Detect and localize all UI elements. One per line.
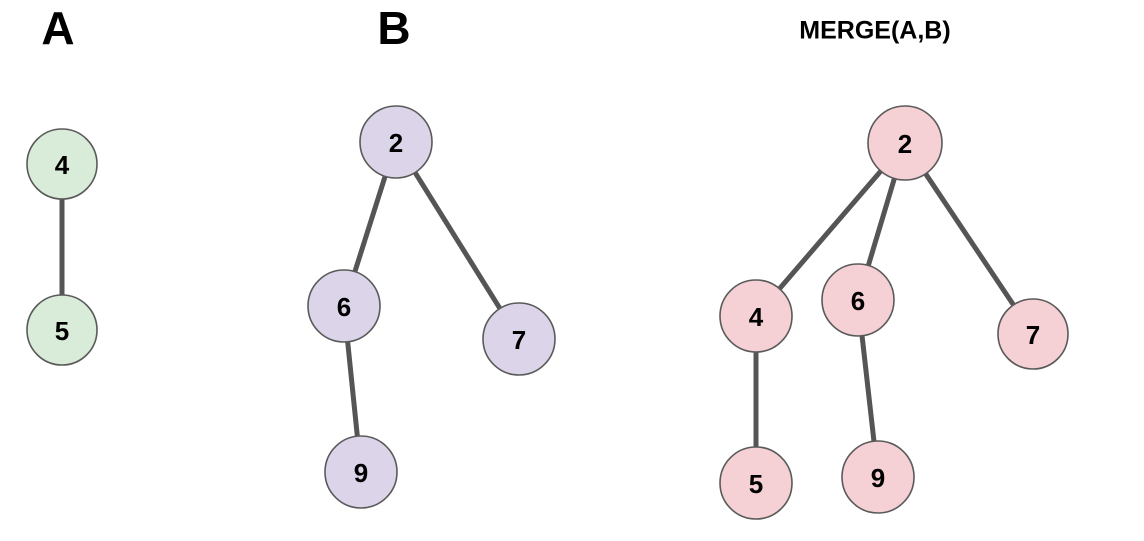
tree-node-m5[interactable]: 5	[719, 446, 793, 520]
tree-node-m9[interactable]: 9	[841, 440, 915, 514]
node-label-b7: 7	[512, 325, 526, 355]
node-circle-m6[interactable]	[821, 263, 895, 337]
node-circle-m7[interactable]	[997, 298, 1069, 370]
tree-edge-b2-b7	[411, 169, 504, 312]
tree-group-tree-b: 2 6 7 9 B	[307, 2, 556, 509]
tree-node-b2[interactable]: 2	[359, 105, 433, 179]
tree-node-b6[interactable]: 6	[307, 269, 381, 343]
node-label-b2: 2	[389, 128, 403, 158]
node-circle-m4[interactable]	[719, 279, 793, 353]
tree-edge-m2-m6	[865, 175, 898, 269]
tree-edge-m2-m7	[922, 170, 1017, 308]
node-label-b6: 6	[337, 292, 351, 322]
tree-node-a5[interactable]: 5	[26, 294, 98, 366]
node-circle-a4[interactable]	[26, 128, 98, 200]
tree-node-a4[interactable]: 4	[26, 128, 98, 200]
tree-edge-b2-b6	[351, 173, 389, 275]
node-label-m9: 9	[871, 463, 885, 493]
tree-node-m4[interactable]: 4	[719, 279, 793, 353]
node-circle-m2[interactable]	[867, 105, 943, 181]
node-label-m4: 4	[749, 302, 764, 332]
node-label-m7: 7	[1026, 320, 1040, 350]
node-label-a4: 4	[55, 150, 70, 180]
node-circle-b2[interactable]	[359, 105, 433, 179]
node-circle-m5[interactable]	[719, 446, 793, 520]
tree-node-m6[interactable]: 6	[821, 263, 895, 337]
node-circle-b9[interactable]	[324, 435, 398, 509]
tree-node-m7[interactable]: 7	[997, 298, 1069, 370]
tree-node-m2[interactable]: 2	[867, 105, 943, 181]
node-label-a5: 5	[55, 316, 69, 346]
panel-title-tree-a: A	[41, 2, 74, 54]
node-label-m5: 5	[749, 469, 763, 499]
tree-group-tree-merge: 2 4 6 7 5 9 MERGE(A,B)	[719, 17, 1069, 520]
edges-tree-merge	[753, 167, 1017, 449]
node-circle-b6[interactable]	[307, 269, 381, 343]
panel-title-tree-merge: MERGE(A,B)	[799, 17, 950, 45]
node-circle-b7[interactable]	[482, 302, 556, 376]
panel-title-tree-b: B	[377, 2, 410, 54]
node-circle-m9[interactable]	[841, 440, 915, 514]
node-label-m2: 2	[898, 129, 912, 159]
tree-group-tree-a: 4 5 A	[26, 2, 98, 366]
node-circle-a5[interactable]	[26, 294, 98, 366]
edges-tree-b	[344, 169, 504, 439]
node-label-m6: 6	[851, 286, 865, 316]
tree-node-b9[interactable]: 9	[324, 435, 398, 509]
tree-node-b7[interactable]: 7	[482, 302, 556, 376]
tree-edge-m6-m9	[859, 333, 877, 444]
tree-edge-m2-m4	[776, 167, 885, 292]
tree-edge-b6-b9	[344, 339, 361, 439]
node-label-b9: 9	[354, 458, 368, 488]
